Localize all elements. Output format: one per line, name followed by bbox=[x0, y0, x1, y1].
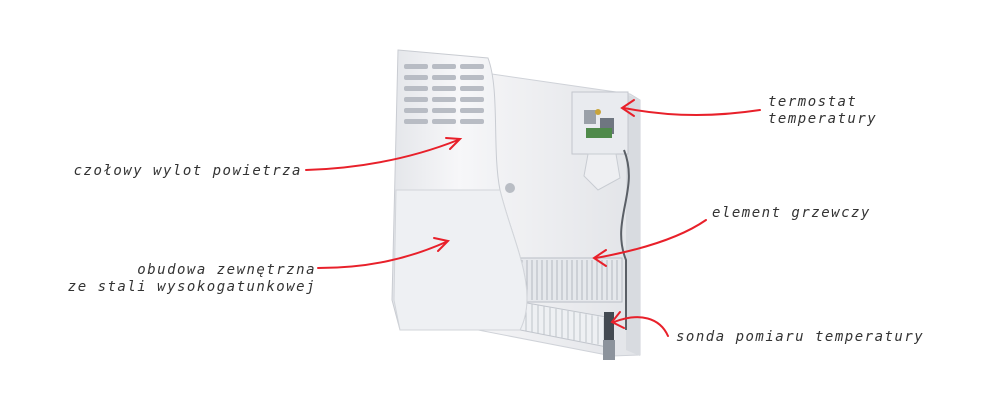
heating-element bbox=[517, 257, 623, 303]
air-slot bbox=[404, 119, 428, 124]
arrow-heating-element bbox=[595, 219, 707, 259]
air-slot bbox=[432, 64, 456, 69]
air-slot bbox=[460, 86, 484, 91]
air-slot bbox=[432, 75, 456, 80]
label-heating-element: element grzewczy bbox=[712, 205, 871, 222]
arrow-front-outlet bbox=[305, 139, 459, 171]
arrow-temp-probe bbox=[613, 316, 669, 337]
side-edge bbox=[626, 94, 640, 356]
air-slot bbox=[404, 97, 428, 102]
arrowhead-4 bbox=[592, 249, 607, 267]
arrowhead-1 bbox=[445, 137, 463, 150]
air-slot bbox=[460, 97, 484, 102]
arrowhead-5 bbox=[610, 311, 625, 329]
mount-knob bbox=[505, 183, 515, 193]
temperature-probe bbox=[603, 312, 615, 360]
label-temp-probe: sonda pomiaru temperatury bbox=[676, 329, 924, 346]
air-slot bbox=[460, 75, 484, 80]
air-slot bbox=[460, 119, 484, 124]
label-housing: obudowa zewnętrzna ze stali wysokogatunk… bbox=[46, 262, 316, 296]
label-thermostat-line1: termostat bbox=[768, 94, 858, 110]
label-front-outlet-text: czołowy wylot powietrza bbox=[73, 163, 302, 179]
label-front-outlet: czołowy wylot powietrza bbox=[66, 163, 302, 180]
air-outlet-grille bbox=[404, 64, 484, 124]
thermostat-unit bbox=[571, 91, 629, 191]
arrowhead-3 bbox=[620, 99, 635, 117]
label-thermostat: termostat temperatury bbox=[768, 94, 877, 128]
label-thermostat-line2: temperatury bbox=[768, 111, 878, 127]
air-slot bbox=[460, 64, 484, 69]
arrow-housing bbox=[317, 241, 447, 269]
air-slot bbox=[432, 97, 456, 102]
label-heating-element-text: element grzewczy bbox=[712, 205, 871, 221]
air-slot bbox=[404, 108, 428, 113]
air-slot bbox=[432, 86, 456, 91]
cable bbox=[620, 149, 630, 330]
label-temp-probe-text: sonda pomiaru temperatury bbox=[676, 329, 925, 345]
air-slot bbox=[404, 75, 428, 80]
arrow-thermostat bbox=[623, 107, 761, 116]
annotation-arrows bbox=[305, 99, 761, 337]
arrowhead-2 bbox=[433, 237, 451, 252]
label-housing-line2: ze stali wysokogatunkowej bbox=[67, 279, 316, 295]
label-housing-line1: obudowa zewnętrzna bbox=[137, 262, 316, 278]
air-slot bbox=[432, 108, 456, 113]
air-slot bbox=[404, 64, 428, 69]
air-slot bbox=[404, 86, 428, 91]
front-panel-lower bbox=[393, 189, 528, 331]
air-slot bbox=[432, 119, 456, 124]
air-slot bbox=[460, 108, 484, 113]
